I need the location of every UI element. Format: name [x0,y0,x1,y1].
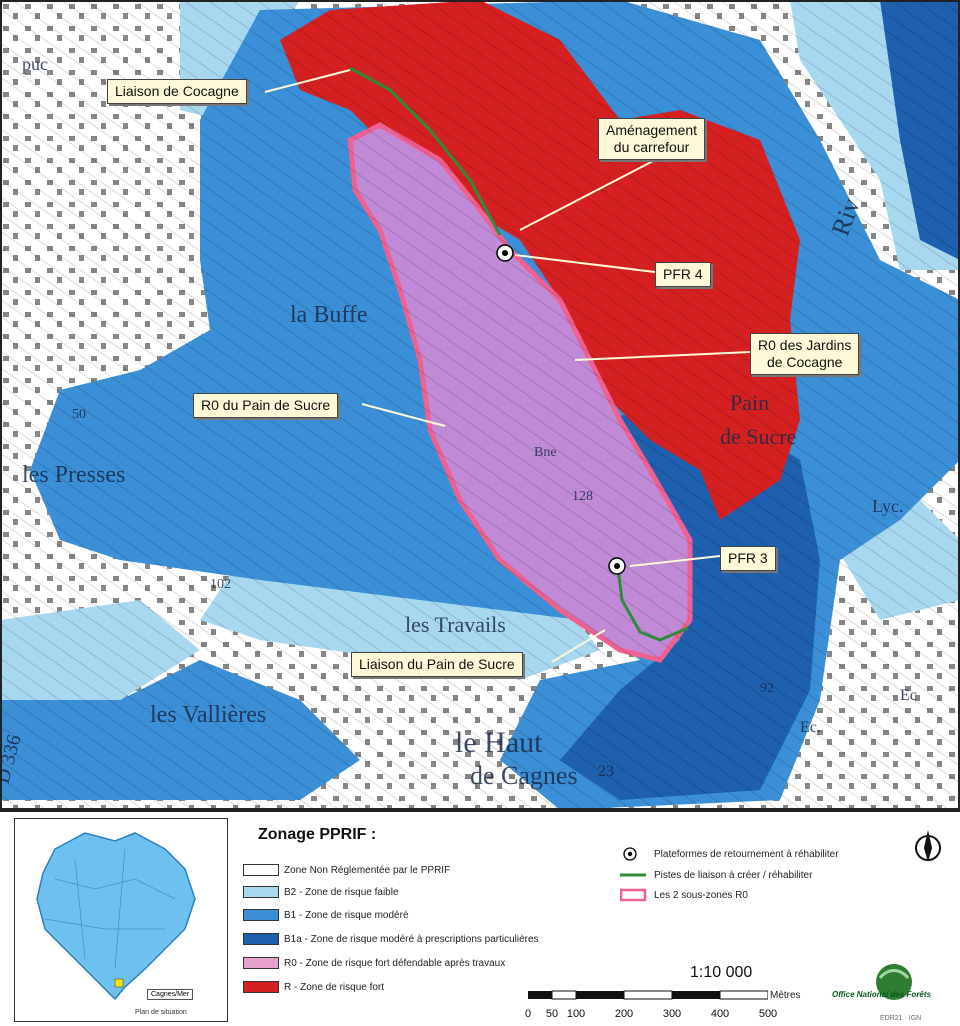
callout-liaison-cocagne: Liaison de Cocagne [107,79,247,104]
r0-outline-icon [619,889,647,902]
elevation-128: 128 [572,489,593,504]
place-de-sucre: de Sucre [720,424,796,449]
legend-swatch [243,886,279,899]
legend-swatch [243,957,279,970]
callout-text: de Cocagne [766,354,843,370]
legend-title: Zonage PPRIF : [258,826,377,843]
place-lyc: Lyc. [872,496,904,516]
inset-department-shape [36,832,196,1001]
map-scale: 1:10 000 [690,964,753,981]
place-pain: Pain [730,390,769,415]
legend-swatch [243,933,279,946]
onf-logo-icon [876,964,912,1000]
legend-label: R0 - Zone de risque fort défendable aprè… [284,958,506,969]
place-puc: puc [22,54,48,74]
callout-text: R0 du Pain de Sucre [201,397,331,413]
track-liaison-pain-de-sucre [616,567,689,642]
callout-r0-pain-de-sucre: R0 du Pain de Sucre [193,393,339,418]
callout-text: Liaison de Cocagne [115,83,239,99]
callout-text: R0 des Jardins [758,337,852,353]
elevation-50: 50 [72,407,86,422]
place-ec-1: Ec [900,687,917,704]
callout-liaison-pain-de-sucre: Liaison du Pain de Sucre [351,652,523,677]
place-les-vallieres: les Vallières [150,702,266,728]
scale-tick: 0 [524,1008,532,1020]
legend-swatch [243,909,279,922]
callout-amenagement-carrefour: Aménagement du carrefour [598,118,706,160]
north-arrow-icon [915,830,941,862]
place-le-haut: le Haut [455,726,543,759]
map-credit: EDR21 · IGN [880,1015,922,1022]
scale-bar [528,990,768,1000]
callout-leaders [264,69,751,663]
scale-tick: 200 [614,1008,634,1020]
turnaround-icon [623,847,637,862]
legend-symbol-turnaround: Plateformes de retournement à réhabilite… [620,847,839,863]
track-liaison-cocagne [349,66,502,236]
callout-text: PFR 4 [663,266,703,282]
legend-item-r0: R0 - Zone de risque fort défendable aprè… [243,956,505,972]
callout-pfr4: PFR 4 [655,262,711,287]
legend-swatch [243,864,279,877]
legend-label: R - Zone de risque fort [284,982,385,993]
map-legend: Cagnes/Mer Plan de situation Zonage PPRI… [0,810,960,1025]
scale-tick: 50 [545,1008,559,1020]
place-de-cagnes: de Cagnes [470,761,578,790]
scale-tick: 300 [662,1008,682,1020]
callout-pfr3: PFR 3 [720,546,776,571]
turnaround-icon-pfr4 [496,244,514,262]
legend-symbol-r0-outline: Les 2 sous-zones R0 [619,888,748,904]
onf-logo-text: Office National des Forêts [832,990,931,999]
inset-location-label: Cagnes/Mer [147,989,194,1000]
location-inset-map: Cagnes/Mer Plan de situation [14,818,228,1022]
legend-item-zone-non-reglementee: Zone Non Réglementée par le PPRIF [243,863,450,879]
place-bne: Bne [534,445,557,460]
place-les-presses: les Presses [22,462,125,488]
inset-location-marker [114,978,124,988]
contour-overlay [0,0,960,810]
risk-zoning-map: la Buffe les Presses les Travails les Va… [0,0,960,810]
track-line-icon [620,873,646,877]
place-les-travails: les Travails [405,612,506,637]
inset-caption: Plan de situation [135,1009,187,1016]
scale-units: Mètres [770,990,801,1001]
legend-label: B1 - Zone de risque modéré [284,910,409,921]
legend-item-b2: B2 - Zone de risque faible [243,885,399,901]
legend-item-b1a: B1a - Zone de risque modéré à prescripti… [243,932,539,948]
legend-item-r: R - Zone de risque fort [243,980,384,996]
legend-item-b1: B1 - Zone de risque modéré [243,908,409,924]
map-frame [0,0,960,810]
legend-label: Plateformes de retournement à réhabilite… [654,849,839,860]
scale-tick: 400 [710,1008,730,1020]
legend-symbol-track: Pistes de liaison à créer / réhabiliter [620,868,812,884]
legend-label: Les 2 sous-zones R0 [654,890,748,901]
legend-swatch [243,981,279,994]
legend-label: Pistes de liaison à créer / réhabiliter [654,870,813,881]
scale-tick: 100 [566,1008,586,1020]
callout-text: du carrefour [613,139,690,155]
callout-text: PFR 3 [728,550,768,566]
turnaround-icon-pfr3 [608,557,626,575]
elevation-92: 92 [760,681,774,696]
scale-tick: 500 [758,1008,778,1020]
legend-label: Zone Non Réglementée par le PPRIF [284,865,451,876]
place-la-buffe: la Buffe [290,302,368,328]
legend-label: B2 - Zone de risque faible [284,887,399,898]
callout-text: Aménagement [606,122,698,138]
callout-r0-jardins-cocagne: R0 des Jardins de Cocagne [750,333,860,375]
elevation-23: 23 [598,763,614,780]
legend-label: B1a - Zone de risque modéré à prescripti… [284,934,539,945]
place-ec-2: Ec. [800,719,821,736]
callout-text: Liaison du Pain de Sucre [359,656,515,672]
elevation-102: 102 [210,577,231,592]
